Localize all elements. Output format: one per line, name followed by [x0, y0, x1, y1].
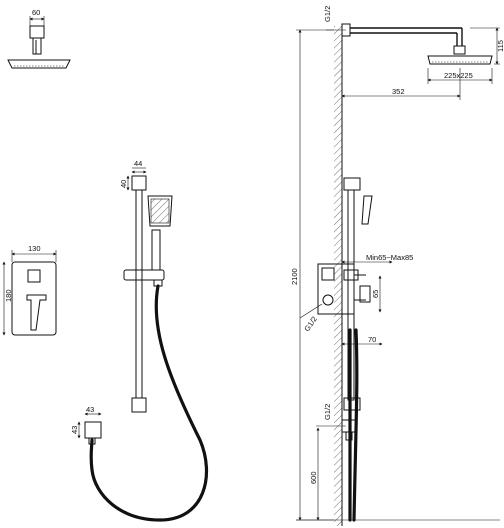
label-thread-bottom: G1/2 [323, 404, 332, 420]
dim-mixer-offset: 65 [371, 290, 380, 298]
label-thread-mixer: G1/2 [302, 315, 319, 333]
shower-hose [89, 284, 209, 522]
dim-head-top-width: 60 [32, 8, 40, 17]
shower-head-front-view: 60 [7, 8, 71, 69]
label-thread-top: G1/2 [323, 6, 332, 22]
dim-outlet-height: 600 [309, 471, 318, 484]
dim-elbow-height: 43 [70, 426, 79, 434]
dim-arm-height: 115 [496, 40, 504, 52]
dim-arm-projection: 352 [392, 87, 405, 96]
dim-head-size: 225x225 [444, 71, 473, 80]
slide-rail-assembly: 44 40 [119, 159, 173, 413]
dim-elbow-width: 43 [86, 405, 94, 414]
dim-plate-height: 180 [4, 289, 13, 302]
dim-total-height: 2100 [290, 268, 299, 285]
label-mixer-range: Min65~Max85 [366, 253, 413, 262]
mixer-plate-front-view: 130 180 [2, 244, 57, 336]
dim-rail-bracket-height: 40 [119, 180, 128, 188]
dim-plate-width: 130 [28, 244, 41, 253]
side-view: 2100 G1/2 115 225x225 352 [290, 6, 504, 526]
dim-mixer-depth: 70 [368, 335, 376, 344]
wall-elbow: 43 43 [70, 405, 102, 445]
wall-hatch [334, 26, 342, 526]
dim-rail-bracket-width: 44 [134, 159, 142, 168]
